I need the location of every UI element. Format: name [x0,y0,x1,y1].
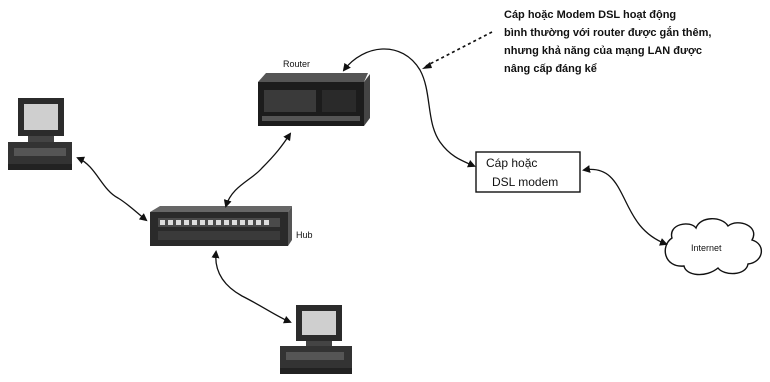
link-hub-computer-bottom [211,250,292,324]
router-icon: Router [258,59,370,126]
dsl-modem-box: Cáp hoặc DSL modem [475,151,581,193]
link-computer-left-hub [76,156,148,222]
link-router-modem [342,48,476,168]
note-leader-line [425,31,493,67]
hub-icon: Hub [150,206,313,246]
modem-label-line-1: Cáp hoặc [486,156,537,170]
modem-label-line-2: DSL modem [492,175,558,189]
note-line-4: nâng cấp đáng kể [504,63,597,75]
router-label: Router [283,59,310,69]
internet-label: Internet [691,243,722,253]
annotation-note: Cáp hoặc Modem DSL hoạt động bình thường… [504,9,711,75]
computer-bottom-icon [280,305,352,374]
link-hub-router [223,132,292,208]
link-modem-internet [582,165,668,246]
computer-left-icon [8,98,72,170]
note-line-1: Cáp hoặc Modem DSL hoạt động [504,9,676,21]
connections [76,48,668,324]
note-line-3: nhưng khả năng của mạng LAN được [504,45,702,57]
note-line-2: bình thường với router được gắn thêm, [504,26,711,39]
hub-label: Hub [296,230,313,240]
internet-cloud-icon: Internet [664,218,762,276]
